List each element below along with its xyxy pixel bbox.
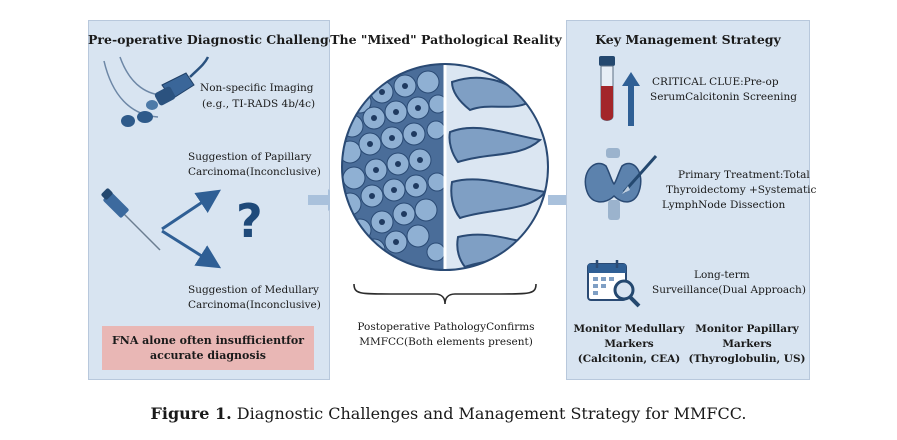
warning-line-1: FNA alone often insufficientfor: [111, 334, 305, 347]
treatment-2: Thyroidectomy +Systematic: [666, 184, 817, 196]
up-arrow-icon: [622, 72, 640, 126]
caption-text: Diagnostic Challenges and Management Str…: [231, 404, 747, 423]
treatment-3: LymphNode Dissection: [662, 199, 786, 211]
imaging-label-2: (e.g., TI-RADS 4b/4c): [202, 98, 316, 110]
treatment-1: Primary Treatment:Total: [678, 169, 810, 181]
pathology-confirm-1: Postoperative PathologyConfirms: [357, 321, 535, 333]
blood-tube-icon: [599, 56, 615, 121]
brace: [353, 283, 537, 305]
surveillance-1: Long-term: [694, 269, 750, 281]
papillary-markers-2: Markers: [722, 338, 772, 350]
middle-panel-title: The "Mixed" Pathological Reality: [330, 32, 562, 47]
medullary-markers-3: (Calcitonin, CEA): [577, 353, 681, 365]
fna-warning-box: FNA alone often insufficientfor accurate…: [102, 326, 314, 370]
critical-clue-1: CRITICAL CLUE:Pre-op: [652, 76, 779, 88]
figure-caption: Figure 1. Diagnostic Challenges and Mana…: [0, 404, 897, 423]
ultrasound-icon: [103, 56, 210, 127]
imaging-label-1: Non-specific Imaging: [200, 82, 314, 94]
papillary-markers-3: (Thyroglobulin, US): [688, 353, 806, 365]
critical-clue-2: SerumCalcitonin Screening: [650, 91, 797, 103]
medullary-markers-2: Markers: [604, 338, 654, 350]
right-panel-title: Key Management Strategy: [595, 32, 781, 47]
caption-label: Figure 1.: [150, 404, 232, 423]
mixed-tissue-illustration: [341, 63, 549, 271]
pathology-confirm-2: MMFCC(Both elements present): [359, 336, 533, 348]
question-mark-icon: ?: [236, 194, 263, 248]
papillary-markers-1: Monitor Papillary: [695, 323, 799, 335]
branch-arrows: [161, 189, 222, 269]
papillary-suggestion-1: Suggestion of Papillary: [188, 151, 312, 163]
medullary-suggestion-1: Suggestion of Medullary: [188, 284, 319, 296]
warning-line-2: accurate diagnosis: [150, 349, 266, 362]
thyroid-icon: [584, 148, 658, 220]
fna-needle-icon: [101, 188, 161, 251]
calendar-magnifier-icon: [587, 260, 641, 308]
left-panel-title: Pre-operative Diagnostic Challenge: [88, 32, 337, 47]
surveillance-2: Surveillance(Dual Approach): [652, 284, 806, 296]
papillary-suggestion-2: Carcinoma(Inconclusive): [188, 166, 321, 178]
medullary-markers-1: Monitor Medullary: [573, 323, 685, 335]
medullary-suggestion-2: Carcinoma(Inconclusive): [188, 299, 321, 311]
